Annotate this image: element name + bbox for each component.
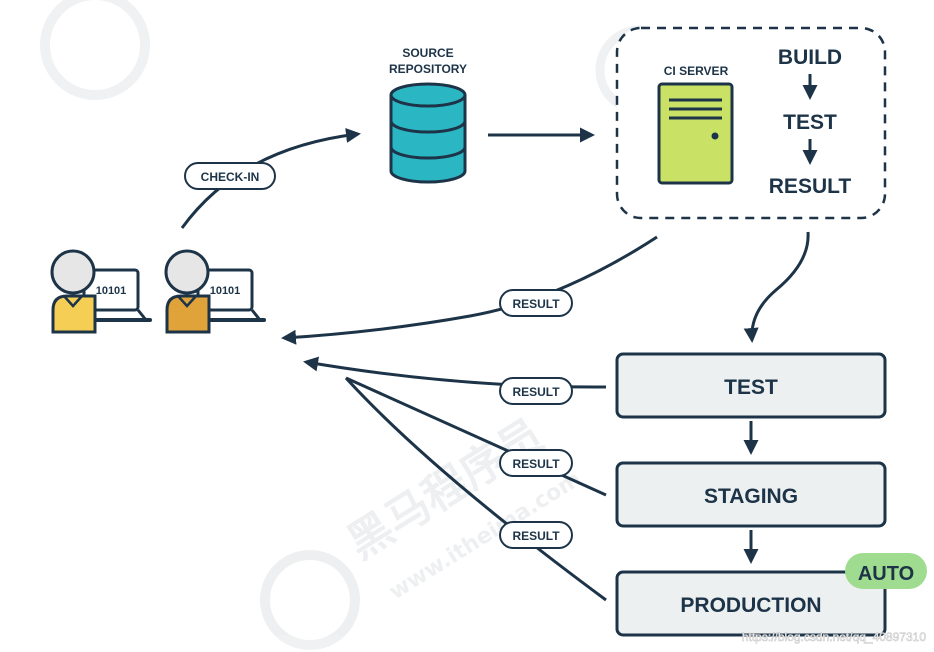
developer-shirt [165,294,211,334]
result-pill-3: RESULT [499,449,573,477]
footer-url: https://blog.csdn.net/qq_40897310 [742,630,926,644]
production-result-arrow [344,376,607,602]
stage-test: TEST [615,352,887,419]
ci-step-result: RESULT [769,175,852,198]
developer-2: 10101 [164,249,266,334]
checkin-label: CHECK-IN [201,170,260,184]
source-repository: SOURCE REPOSITORY [389,46,467,184]
stage-label: PRODUCTION [680,594,821,617]
staging-result-arrow [345,376,607,497]
source-repo-label-line1: SOURCE [402,46,453,60]
stage-label: STAGING [704,485,798,508]
stage-production: PRODUCTION [615,570,887,637]
ci-step-test: TEST [783,111,837,134]
watermark: 黑马程序员 www.itheima.com [40,0,685,650]
ci-server-panel: CI SERVER BUILD TEST RESULT [615,26,887,220]
person-icon [50,249,97,334]
result-label: RESULT [512,297,560,311]
source-repo-label-line2: REPOSITORY [389,62,467,76]
laptop-icon: 10101 [190,268,266,322]
ci-step-build: BUILD [778,46,842,69]
ci-result-arrow [281,235,658,345]
result-label: RESULT [512,457,560,471]
ci-server-label: CI SERVER [664,64,729,78]
laptop-screen-text: 10101 [96,285,127,297]
laptop-screen-text: 10101 [210,285,241,297]
result-label: RESULT [512,385,560,399]
result-pill-1: RESULT [499,289,573,317]
result-pill-4: RESULT [499,521,573,549]
checkin-pill: CHECK-IN [184,162,276,190]
laptop-icon: 10101 [76,268,152,322]
auto-badge-label: AUTO [858,563,914,585]
server-icon [657,82,734,185]
stage-label: TEST [724,376,778,399]
auto-badge: AUTO [845,553,927,589]
developer-shirt [51,294,97,334]
ci-to-pipeline-arrow [743,231,810,343]
result-label: RESULT [512,529,560,543]
result-pill-2: RESULT [499,377,573,405]
developer-1: 10101 [50,249,152,334]
database-icon [389,82,467,184]
person-icon [164,249,211,334]
stage-staging: STAGING [615,461,887,528]
